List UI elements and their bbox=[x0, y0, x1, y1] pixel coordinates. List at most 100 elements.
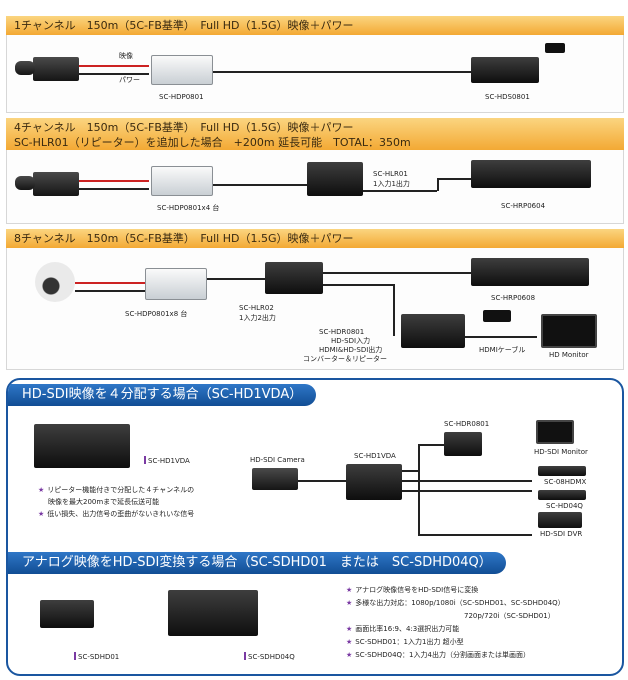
receiver-label: SC-HDS0801 bbox=[485, 93, 530, 101]
analog-product-name: SC-SDHD01 bbox=[78, 653, 120, 661]
analog-bullet: ★多様な出力対応：1080p/1080i（SC-SDHD01、SC-SDHD04… bbox=[346, 597, 565, 610]
power-supply bbox=[483, 310, 511, 322]
sdi-bullet: 映像を最大200mまで延長伝送可能 bbox=[38, 496, 194, 508]
output-label: SC-08HDMX bbox=[544, 478, 587, 486]
section-1-diagram: 映像 パワー SC-HDP0801 SC-HDS0801 bbox=[6, 35, 624, 113]
analog-bullets: ★アナログ映像信号をHD-SDI信号に変換 ★多様な出力対応：1080p/108… bbox=[346, 584, 565, 662]
power-cable bbox=[79, 188, 149, 190]
analog-bullet-text: SC-SDHD04Q：1入力4出力（分割画面または単画面） bbox=[355, 651, 530, 659]
sdi-section-title: HD-SDI映像を４分配する場合（SC-HD1VDA） bbox=[8, 384, 317, 406]
section-1-header: 1チャンネル 150m（5C-FB基準） Full HD（1.5G）映像＋パワー bbox=[6, 16, 624, 35]
sdi-bullet: ★リピーター機能付きで分配した４チャンネルの bbox=[38, 484, 194, 496]
hdmi-cable-label: HDMIケーブル bbox=[479, 346, 526, 354]
sdi-bullet-text: 低い損失、出力信号の歪曲がないきれいな信号 bbox=[47, 510, 195, 518]
video-cable bbox=[75, 282, 145, 284]
analog-product-name: SC-SDHD04Q bbox=[248, 653, 295, 661]
splitter-label: SC-HD1VDA bbox=[354, 452, 396, 460]
analog-bullet: ★SC-SDHD04Q：1入力4出力（分割画面または単画面） bbox=[346, 649, 565, 662]
converter-device bbox=[444, 432, 482, 456]
monitor-label: HD Monitor bbox=[549, 351, 589, 359]
analog-bullet-text: 画面比率16:9、4:3選択出力可能 bbox=[355, 625, 460, 633]
coax-cable bbox=[437, 178, 471, 180]
sdi-monitor-icon bbox=[536, 420, 574, 444]
sdi-bullet-text: リピーター機能付きで分配した４チャンネルの bbox=[47, 486, 195, 494]
analog-bullet: ★SC-SDHD01：1入力1出力 超小型 bbox=[346, 636, 565, 649]
transmitter-device bbox=[151, 55, 213, 85]
analog-bullet: 720p/720i（SC-SDHD01） bbox=[346, 610, 565, 623]
section-2-diagram: SC-HDP0801x4 台 SC-HLR01 1入力1出力 SC-HRP060… bbox=[6, 150, 624, 224]
hdmi-cable bbox=[465, 336, 537, 338]
analog-bullet-text: アナログ映像信号をHD-SDI信号に変換 bbox=[355, 586, 479, 594]
analog-bullet-text: SC-SDHD01：1入力1出力 超小型 bbox=[355, 638, 464, 646]
analog-section-title: アナログ映像をHD-SDI変換する場合（SC-SDHD01 または SC-SDH… bbox=[8, 552, 506, 574]
output-label: HD-SDI Monitor bbox=[534, 448, 588, 456]
coax-cable bbox=[418, 534, 532, 536]
transmitter-label: SC-HDP0801x8 台 bbox=[125, 310, 188, 318]
coax-cable bbox=[418, 444, 420, 534]
sdi-bullet-text: 映像を最大200mまで延長伝送可能 bbox=[48, 498, 160, 506]
analog-bullet: ★画面比率16:9、4:3選択出力可能 bbox=[346, 623, 565, 636]
coax-cable bbox=[298, 480, 346, 482]
analog-bullet-text: 多様な出力対応：1080p/1080i（SC-SDHD01、SC-SDHD04Q… bbox=[355, 599, 565, 607]
box-camera bbox=[33, 57, 79, 81]
receiver-device bbox=[471, 57, 539, 83]
transmitter-device bbox=[145, 268, 207, 300]
dome-camera bbox=[35, 262, 75, 302]
coax-cable bbox=[437, 178, 439, 191]
sc-sdhd04q-product bbox=[168, 590, 258, 636]
repeater-device bbox=[307, 162, 363, 196]
power-cable bbox=[79, 73, 149, 75]
coax-cable bbox=[402, 490, 532, 492]
video-label: 映像 bbox=[119, 52, 133, 60]
sdi-camera bbox=[252, 468, 298, 490]
analog-product-label: SC-SDHD04Q bbox=[244, 652, 295, 662]
power-supply bbox=[545, 43, 565, 53]
section-2-header: 4チャンネル 150m（5C-FB基準） Full HD（1.5G）映像＋パワー… bbox=[6, 118, 624, 150]
box-camera-2 bbox=[33, 172, 79, 196]
video-cable bbox=[79, 180, 149, 182]
output-label: SC-HD04Q bbox=[546, 502, 583, 510]
converter-desc-1: HD-SDI入力 bbox=[331, 337, 371, 345]
converter-label: SC-HDR0801 bbox=[319, 328, 365, 336]
star-icon: ★ bbox=[346, 599, 353, 607]
analog-bullet: ★アナログ映像信号をHD-SDI信号に変換 bbox=[346, 584, 565, 597]
star-icon: ★ bbox=[346, 651, 353, 659]
star-icon: ★ bbox=[346, 625, 353, 633]
star-icon: ★ bbox=[346, 638, 353, 646]
power-cable bbox=[75, 290, 145, 292]
receiver-rack bbox=[471, 258, 589, 286]
coax-cable bbox=[418, 444, 444, 446]
sc-hd1vda-product bbox=[34, 424, 130, 468]
coax-cable bbox=[402, 480, 532, 482]
star-icon: ★ bbox=[38, 510, 45, 518]
receiver-label: SC-HRP0608 bbox=[491, 294, 536, 302]
analog-product-label: SC-SDHD01 bbox=[74, 652, 119, 662]
output-label: HD-SDI DVR bbox=[540, 530, 583, 538]
repeater-desc: 1入力1出力 bbox=[373, 180, 410, 188]
repeater-label: SC-HLR02 bbox=[239, 304, 274, 312]
section-2-title-line1: 4チャンネル 150m（5C-FB基準） Full HD（1.5G）映像＋パワー bbox=[14, 121, 354, 134]
coax-cable bbox=[213, 184, 307, 186]
section-2-title-line2: SC-HLR01（リピーター）を追加した場合 +200m 延長可能 TOTAL：… bbox=[14, 136, 411, 149]
transmitter-label: SC-HDP0801x4 台 bbox=[157, 204, 220, 212]
sc-sdhd01-product bbox=[40, 600, 94, 628]
products-section: HD-SDI映像を４分配する場合（SC-HD1VDA） SC-HD1VDA ★リ… bbox=[6, 378, 624, 676]
video-cable bbox=[79, 65, 149, 67]
camera-lens-icon bbox=[15, 176, 35, 190]
quad-device bbox=[538, 490, 586, 500]
converter-desc-2: HDMI&HD-SDI出力 bbox=[319, 346, 383, 354]
sdi-bullet: ★低い損失、出力信号の歪曲がないきれいな信号 bbox=[38, 508, 194, 520]
dvr-device bbox=[538, 512, 582, 528]
receiver-rack bbox=[471, 160, 591, 188]
coax-cable bbox=[213, 71, 471, 73]
transmitter-label: SC-HDP0801 bbox=[159, 93, 204, 101]
coax-cable bbox=[402, 470, 418, 472]
coax-cable bbox=[323, 284, 393, 286]
section-3-header: 8チャンネル 150m（5C-FB基準） Full HD（1.5G）映像＋パワー bbox=[6, 229, 624, 248]
sdi-bullets: ★リピーター機能付きで分配した４チャンネルの 映像を最大200mまで延長伝送可能… bbox=[38, 484, 194, 520]
hdmx-device bbox=[538, 466, 586, 476]
camera-lens-icon bbox=[15, 61, 35, 75]
monitor-icon bbox=[541, 314, 597, 348]
converter-desc-3: コンバーター＆リピーター bbox=[303, 355, 387, 363]
analog-bullet-text: 720p/720i（SC-SDHD01） bbox=[464, 612, 555, 620]
